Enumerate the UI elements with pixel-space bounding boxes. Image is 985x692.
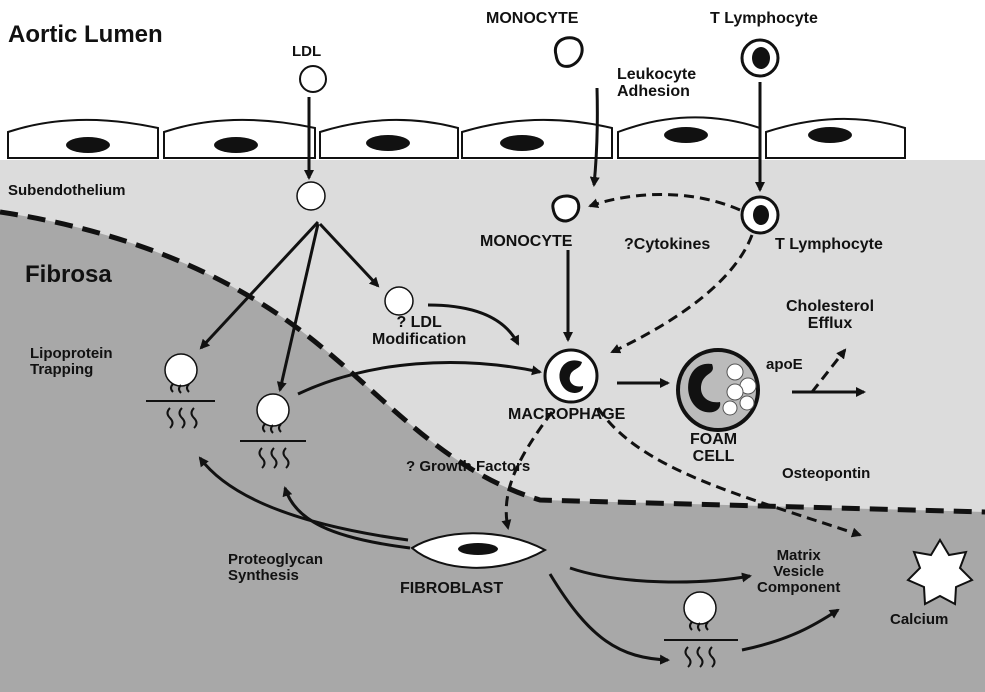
ldl-particle: [297, 182, 325, 210]
monocyte-cell: [555, 38, 582, 67]
endothelial-cell: [320, 120, 458, 158]
modified-ldl-particle: [385, 287, 413, 315]
monocyte-cell: [553, 196, 579, 221]
fibrosa-label: Fibrosa: [25, 262, 112, 288]
lipoprotein-trapping-label: Lipoprotein Trapping: [30, 346, 113, 378]
proteoglycan-synthesis-label: Proteoglycan Synthesis: [228, 552, 323, 584]
t-lymphocyte-cell: [742, 197, 778, 233]
monocyte-label: MONOCYTE: [486, 10, 578, 27]
subendothelium-label: Subendothelium: [8, 183, 126, 199]
fibroblast-label: FIBROBLAST: [400, 580, 503, 597]
endothelial-cell: [164, 120, 315, 158]
macrophage-label: MACROPHAGE: [508, 406, 625, 423]
endothelial-cell: [8, 120, 158, 158]
ldl-modification-label: ? LDL Modification: [372, 314, 466, 349]
growth-factors-label: ? Growth Factors: [406, 459, 530, 475]
aortic-lumen-label: Aortic Lumen: [8, 22, 163, 48]
endothelial-cell: [618, 117, 760, 158]
t-lymphocyte-label: T Lymphocyte: [710, 10, 818, 27]
calcium-label: Calcium: [890, 612, 948, 628]
cholesterol-efflux-label: Cholesterol Efflux: [786, 298, 874, 333]
macrophage-cell: [545, 350, 597, 402]
matrix-vesicle-component-label: Matrix Vesicle Component: [757, 548, 840, 597]
endothelium: [8, 117, 905, 158]
endothelial-cell: [462, 120, 612, 158]
endothelial-cell: [766, 119, 905, 158]
monocyte-sub-label: MONOCYTE: [480, 233, 572, 250]
t-lymphocyte-sub-label: T Lymphocyte: [775, 236, 883, 253]
foam-cell: [678, 350, 758, 430]
foam-cell-label: FOAM CELL: [690, 431, 737, 466]
t-lymphocyte-cell: [742, 40, 778, 76]
ldl-label: LDL: [292, 44, 321, 60]
cytokines-label: ?Cytokines: [624, 236, 710, 253]
leukocyte-adhesion-label: Leukocyte Adhesion: [617, 66, 696, 101]
ldl-particle: [300, 66, 326, 92]
apoe-label: apoE: [766, 357, 803, 373]
osteopontin-label: Osteopontin: [782, 466, 870, 482]
